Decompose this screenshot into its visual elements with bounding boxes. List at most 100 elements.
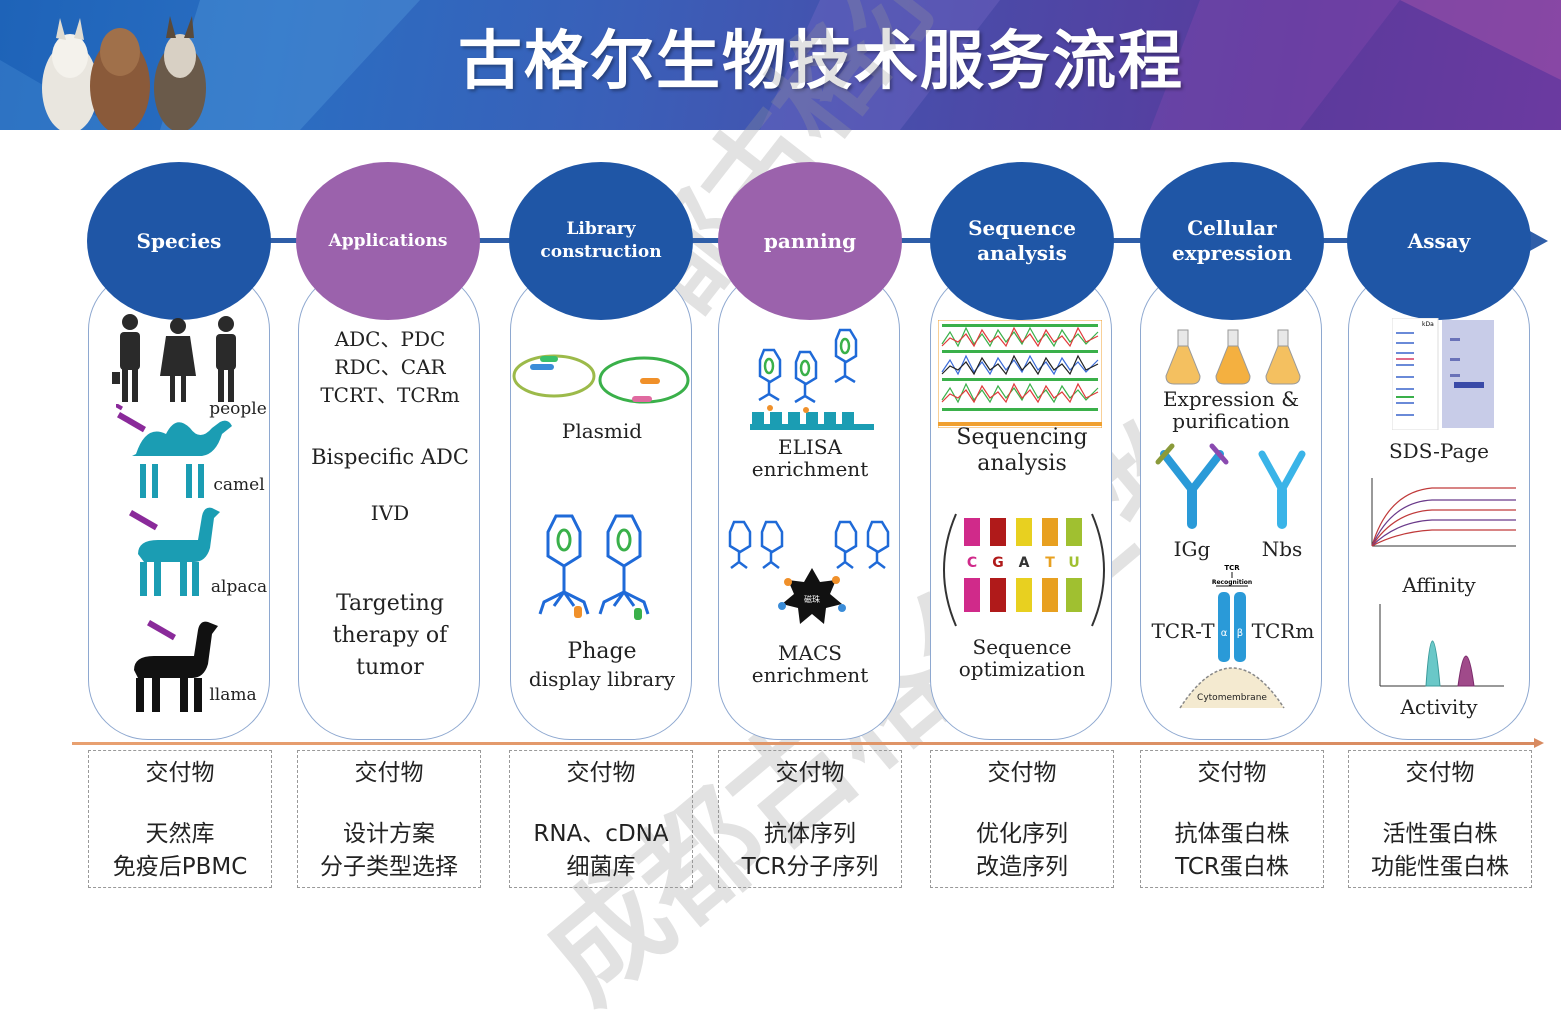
app-text-6: Targeting	[336, 591, 444, 616]
deliverable-heading: 交付物	[354, 760, 424, 786]
camel-icon	[116, 404, 232, 498]
deliverable-line-1: 优化序列	[976, 821, 1068, 847]
nucleotide-bases-icon: C G A T U	[943, 513, 1105, 627]
base-a: A	[1019, 555, 1030, 571]
base-g: G	[992, 555, 1004, 571]
timeline-arrowhead	[1534, 738, 1544, 748]
base-c: C	[967, 555, 977, 571]
timeline-divider	[72, 742, 1537, 745]
flow-arrowhead	[1528, 230, 1548, 252]
flask-icon	[1165, 329, 1301, 385]
deliverable-heading: 交付物	[566, 760, 636, 786]
deliverable-heading: 交付物	[145, 760, 215, 786]
deliverable-box-species: 交付物 天然库 免疫后PBMC	[88, 750, 272, 888]
activity-histogram	[1379, 604, 1504, 687]
label-nbs: Nbs	[1261, 537, 1303, 561]
deliverable-line-1: RNA、cDNA	[533, 821, 669, 847]
label-elisa: ELISA	[778, 435, 842, 459]
people-icon	[112, 314, 236, 402]
label-elisa-enrichment: enrichment	[751, 457, 869, 481]
app-text-2: RDC、CAR	[334, 355, 446, 379]
deliverable-box-sequence: 交付物 优化序列 改造序列	[930, 750, 1114, 888]
deliverable-box-cellular: 交付物 抗体蛋白株 TCR蛋白株	[1140, 750, 1324, 888]
step-species: Species	[87, 162, 271, 320]
deliverable-box-library: 交付物 RNA、cDNA 细菌库	[509, 750, 693, 888]
label-affinity: Affinity	[1402, 573, 1476, 597]
antibody-icon	[1155, 443, 1306, 529]
cytomembrane-label: Cytomembrane	[1197, 693, 1267, 703]
app-text-1: ADC、PDC	[334, 327, 446, 351]
tcr-icon: TCR Recognition α β Cytomembrane	[1179, 564, 1285, 709]
base-t: T	[1045, 555, 1055, 571]
step-sequence-analysis: Sequence analysis	[930, 162, 1114, 320]
sds-page-gel: kDa	[1392, 318, 1494, 430]
label-optimization: optimization	[958, 657, 1086, 681]
kda-label: kDa	[1422, 321, 1434, 328]
page-title: 古格尔生物技术服务流程	[458, 25, 1184, 99]
deliverable-heading: 交付物	[1197, 760, 1267, 786]
app-text-8: tumor	[356, 655, 424, 680]
deliverable-line-2: 分子类型选择	[320, 854, 458, 880]
deliverable-line-2: 细菌库	[566, 854, 636, 880]
label-macs: MACS	[778, 641, 842, 665]
label-sequence: Sequence	[972, 635, 1072, 659]
deliverable-line-1: 抗体蛋白株	[1174, 821, 1290, 847]
bead-label: 磁珠	[804, 594, 820, 604]
label-people: people	[209, 399, 267, 419]
label-macs-enrichment: enrichment	[751, 663, 869, 687]
label-sequencing: Sequencing	[956, 425, 1088, 450]
base-u: U	[1068, 555, 1079, 571]
label-plasmid: Plasmid	[561, 419, 643, 443]
beta-label: β	[1237, 628, 1243, 639]
step-assay: Assay	[1347, 162, 1531, 320]
llama-icon	[134, 620, 218, 712]
label-expression: Expression &	[1162, 387, 1300, 411]
deliverable-line-2: TCR蛋白株	[1175, 854, 1289, 880]
column-library	[510, 270, 692, 740]
deliverable-line-1: 天然库	[145, 821, 215, 847]
deliverable-line-2: 改造序列	[976, 854, 1068, 880]
alpha-label: α	[1221, 628, 1228, 639]
deliverable-line-1: 活性蛋白株	[1382, 821, 1498, 847]
label-phage: Phage	[567, 639, 637, 664]
deliverable-box-panning: 交付物 抗体序列 TCR分子序列	[718, 750, 902, 888]
elisa-icon	[750, 328, 874, 430]
column-applications	[298, 270, 480, 740]
label-purification: purification	[1172, 409, 1290, 433]
affinity-curve-chart	[1371, 478, 1516, 547]
deliverable-box-applications: 交付物 设计方案 分子类型选择	[297, 750, 481, 888]
label-camel: camel	[213, 475, 265, 495]
macs-icon: 磁珠	[728, 520, 890, 624]
header-banner: 古格尔生物技术服务流程	[0, 0, 1561, 130]
llama-photo	[42, 16, 206, 130]
alpaca-icon	[129, 507, 220, 596]
app-text-5: IVD	[370, 501, 410, 525]
step-applications: Applications	[296, 162, 480, 320]
deliverable-line-1: 抗体序列	[764, 821, 856, 847]
app-text-7: therapy of	[332, 623, 448, 648]
label-igg: IGg	[1173, 537, 1211, 561]
label-activity: Activity	[1400, 695, 1478, 719]
deliverable-line-2: 免疫后PBMC	[112, 854, 248, 880]
step-library-construction: Library construction	[509, 162, 693, 320]
plasmid-icon	[512, 354, 690, 404]
label-sds-page: SDS-Page	[1388, 439, 1490, 463]
deliverable-line-2: TCR分子序列	[741, 854, 879, 880]
app-text-3: TCRT、TCRm	[320, 383, 460, 407]
label-tcrm: TCRm	[1251, 619, 1315, 643]
deliverable-heading: 交付物	[987, 760, 1057, 786]
step-panning: panning	[718, 162, 902, 320]
label-llama: llama	[209, 685, 257, 705]
phage-icon	[538, 514, 650, 620]
label-alpaca: alpaca	[210, 577, 268, 597]
deliverable-heading: 交付物	[1405, 760, 1475, 786]
sequencing-chromatogram	[938, 320, 1102, 428]
column-panning	[718, 270, 900, 740]
step-cellular-expression: Cellular expression	[1140, 162, 1324, 320]
column-assay	[1348, 270, 1530, 740]
deliverable-line-2: 功能性蛋白株	[1371, 854, 1509, 880]
label-tcr-t: TCR-T	[1151, 619, 1215, 643]
tcr-top-label: TCR	[1224, 564, 1240, 572]
deliverable-line-1: 设计方案	[343, 821, 435, 847]
label-sequencing-analysis: analysis	[977, 451, 1067, 476]
